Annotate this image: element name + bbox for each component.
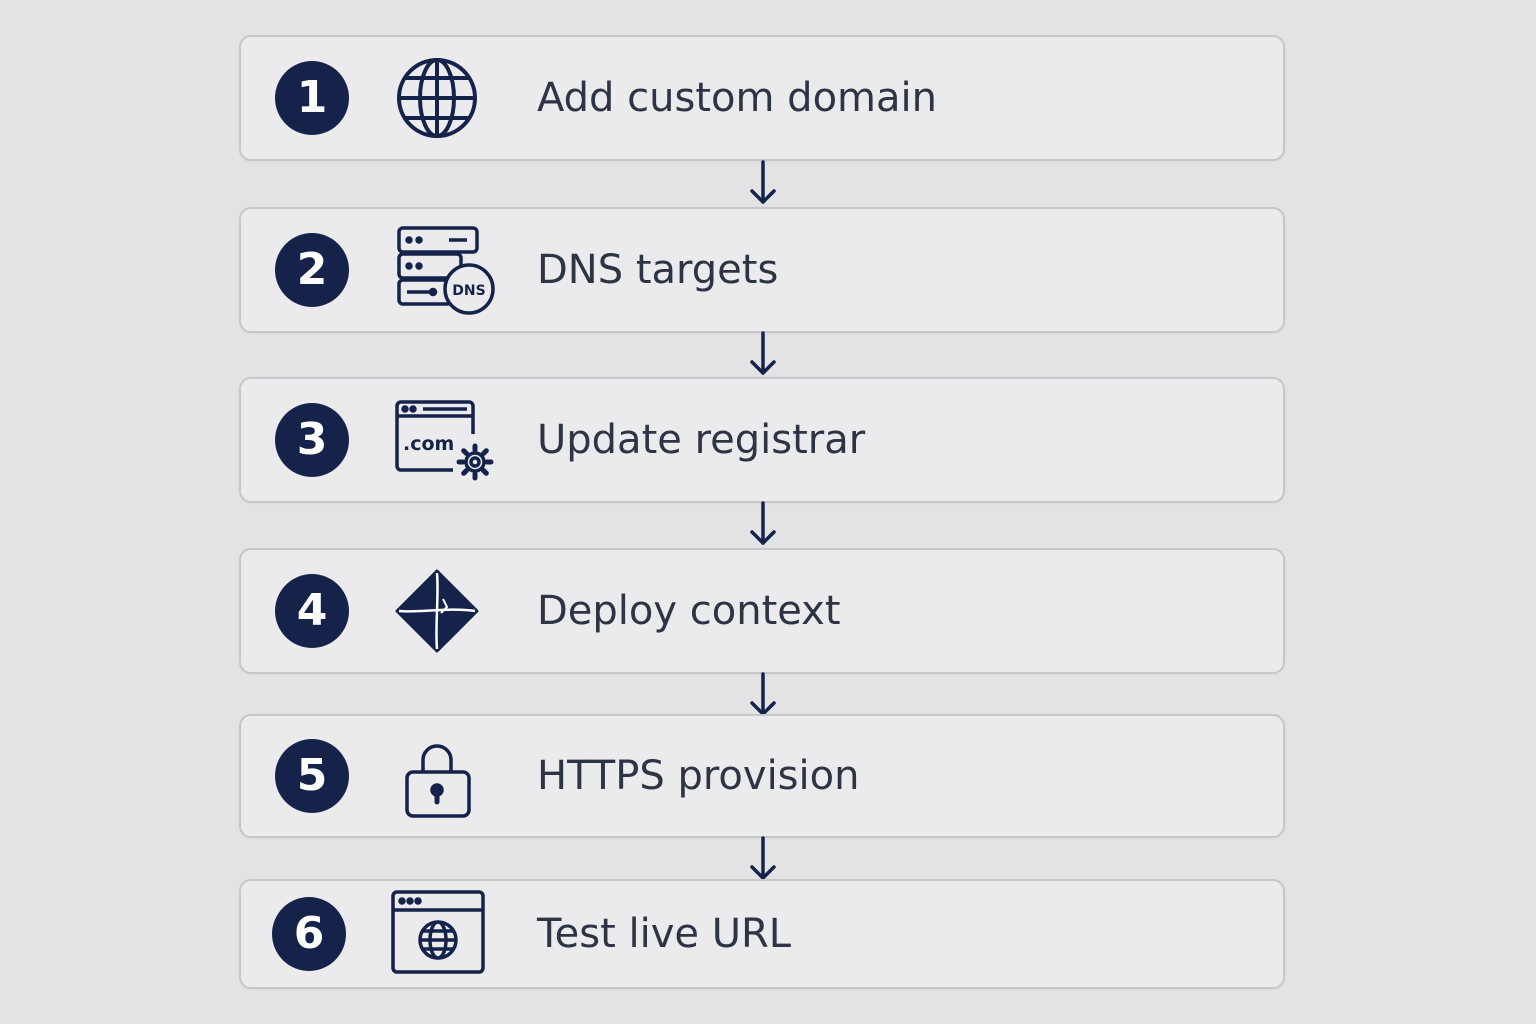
step-number-badge: 4 xyxy=(275,574,349,648)
down-arrow-icon xyxy=(748,331,778,377)
step-label: DNS targets xyxy=(537,247,779,293)
step-card-https-provision: 5 HTTPS provision xyxy=(239,714,1285,838)
browser-domain-settings-icon xyxy=(387,392,497,488)
step-number-badge: 1 xyxy=(275,61,349,135)
step-label: Test live URL xyxy=(537,911,792,957)
down-arrow-icon xyxy=(748,836,778,882)
step-card-add-custom-domain: 1 Add custom domain xyxy=(239,35,1285,161)
step-number-badge: 5 xyxy=(275,739,349,813)
step-label: Update registrar xyxy=(537,417,866,463)
step-card-deploy-context: 4 Deploy context xyxy=(239,548,1285,674)
step-label: Deploy context xyxy=(537,588,841,634)
dns-server-icon xyxy=(387,222,497,318)
padlock-icon xyxy=(387,728,497,824)
step-label: HTTPS provision xyxy=(537,753,860,799)
dns-icon-text: DNS xyxy=(452,283,486,299)
step-number-badge: 6 xyxy=(272,897,346,971)
globe-icon xyxy=(387,50,497,146)
step-card-dns-targets: 2 DNS DNS targets xyxy=(239,207,1285,333)
step-card-update-registrar: 3 xyxy=(239,377,1285,503)
step-number-badge: 2 xyxy=(275,233,349,307)
browser-globe-icon xyxy=(383,886,493,982)
down-arrow-icon xyxy=(748,160,778,206)
down-arrow-icon xyxy=(748,672,778,718)
down-arrow-icon xyxy=(748,501,778,547)
diamond-deploy-icon xyxy=(387,563,497,659)
com-icon-text: .com xyxy=(403,433,455,455)
step-card-test-live-url: 6 Test live URL xyxy=(239,879,1285,989)
step-number-badge: 3 xyxy=(275,403,349,477)
step-label: Add custom domain xyxy=(537,75,937,121)
